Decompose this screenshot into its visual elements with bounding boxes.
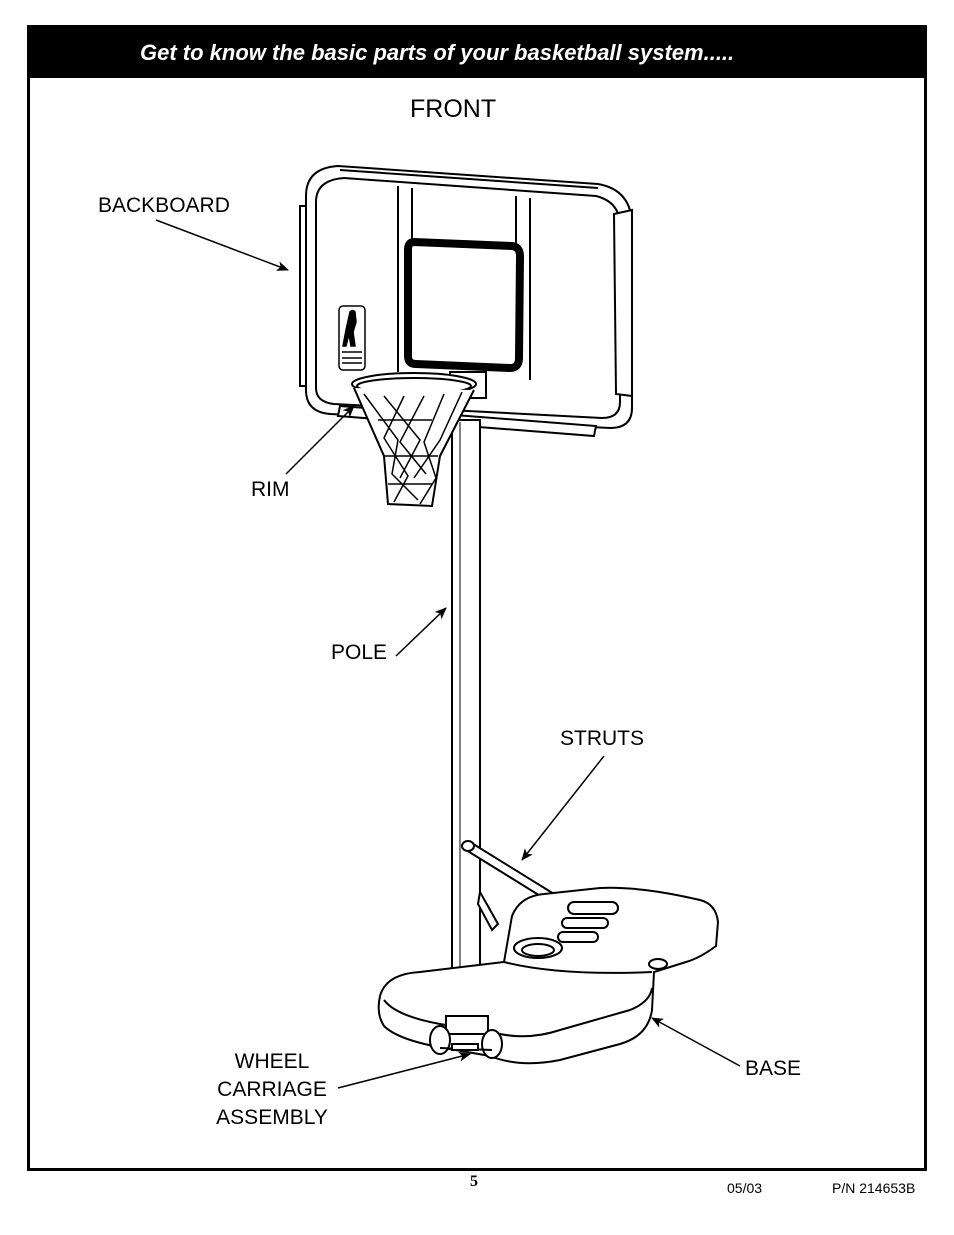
- base-arrow: [651, 1017, 741, 1067]
- footer-part-number: P/N 214653B: [832, 1180, 916, 1196]
- base-drawing: [377, 886, 720, 1065]
- wheel-label-line-2: CARRIAGE: [217, 1078, 327, 1101]
- footer-date: 05/03: [727, 1180, 763, 1196]
- backboard-drawing: [299, 164, 633, 430]
- page-number: 5: [470, 1173, 478, 1190]
- wheel-label-line-1: WHEEL: [234, 1050, 310, 1073]
- struts-label: STRUTS: [560, 727, 644, 750]
- wheel-carriage-arrow: [337, 1051, 471, 1089]
- struts-arrow: [521, 755, 605, 861]
- wheel-label-line-3: ASSEMBLY: [216, 1106, 328, 1129]
- base-label: BASE: [745, 1057, 802, 1080]
- shooter-square: [404, 237, 525, 373]
- logo-icon: [338, 305, 366, 371]
- backboard-label: BACKBOARD: [98, 194, 230, 217]
- view-label: FRONT: [410, 95, 497, 123]
- rim-drawing: [351, 372, 477, 508]
- pole-drawing: [451, 419, 481, 1031]
- pole-arrow: [395, 607, 447, 657]
- pole-label: POLE: [331, 641, 388, 664]
- backboard-arrow: [155, 219, 289, 271]
- page-frame: Get to know the basic parts of your bask…: [27, 25, 927, 1171]
- rim-arrow: [285, 405, 355, 475]
- rim-label: RIM: [251, 478, 290, 501]
- leader-arrows: [155, 219, 741, 1089]
- wheel-carriage-assembly-label: WHEEL CARRIAGE ASSEMBLY: [206, 1048, 338, 1132]
- page-title: Get to know the basic parts of your bask…: [30, 28, 924, 78]
